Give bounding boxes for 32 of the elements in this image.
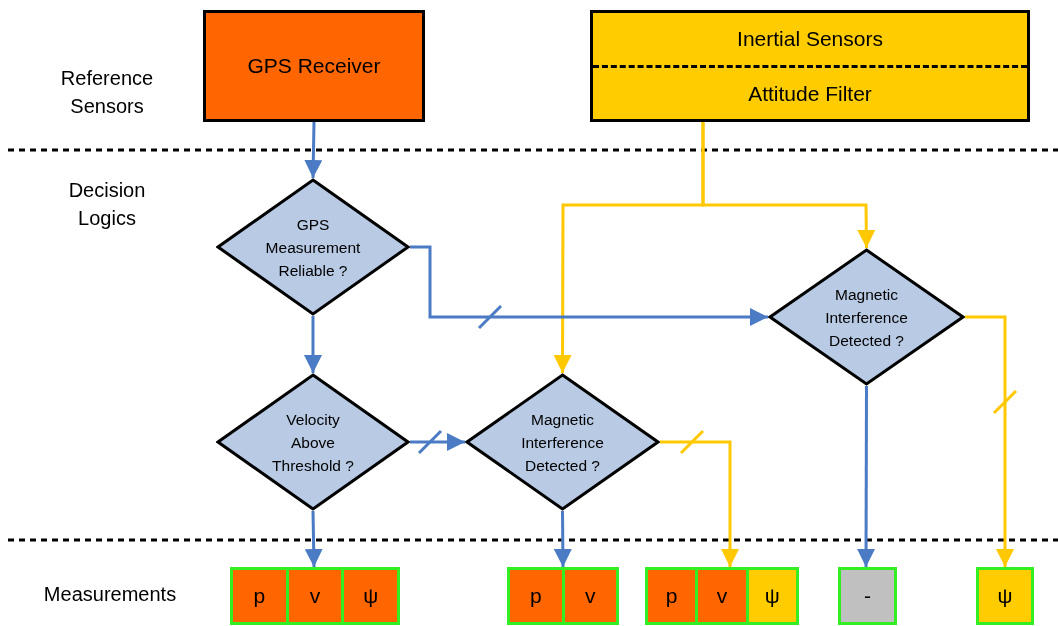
arrow <box>553 511 572 567</box>
decision-diamond: GPS Measurement Reliable ? <box>216 178 410 316</box>
measurement-cell: ψ <box>344 570 397 622</box>
arrow <box>410 433 465 451</box>
decision-diamond: Magnetic Interference Detected ? <box>465 373 660 511</box>
measurement-cell: - <box>841 570 894 622</box>
measurement-group <box>507 567 619 625</box>
decision-diamond: Velocity Above Threshold ? <box>216 373 410 511</box>
measurement-cell: ψ <box>979 570 1031 622</box>
sensor-box: Inertial Sensors Attitude Filter <box>590 10 1030 122</box>
arrow <box>660 440 739 567</box>
decision-diamond: Magnetic Interference Detected ? <box>768 248 965 386</box>
row-label: Reference Sensors <box>59 66 155 119</box>
arrow <box>304 510 323 568</box>
row-label: Decision Logics <box>67 178 147 231</box>
arrow <box>965 315 1014 567</box>
arrow <box>857 386 876 567</box>
arrow <box>553 122 705 373</box>
arrow <box>304 316 322 373</box>
measurement-cell: v <box>564 570 616 622</box>
arrow <box>410 245 768 326</box>
sensor-box: GPS Receiver <box>203 10 425 122</box>
measurement-cell: ψ <box>748 570 796 622</box>
measurement-group <box>230 567 400 625</box>
measurement-cell: p <box>510 570 562 622</box>
row-label: Measurements <box>42 582 178 607</box>
measurement-group <box>645 567 799 625</box>
measurement-cell: p <box>648 570 696 622</box>
measurement-cell: v <box>698 570 746 622</box>
measurement-cell: p <box>233 570 286 622</box>
arrow <box>304 121 323 179</box>
measurement-cell: v <box>288 570 342 622</box>
